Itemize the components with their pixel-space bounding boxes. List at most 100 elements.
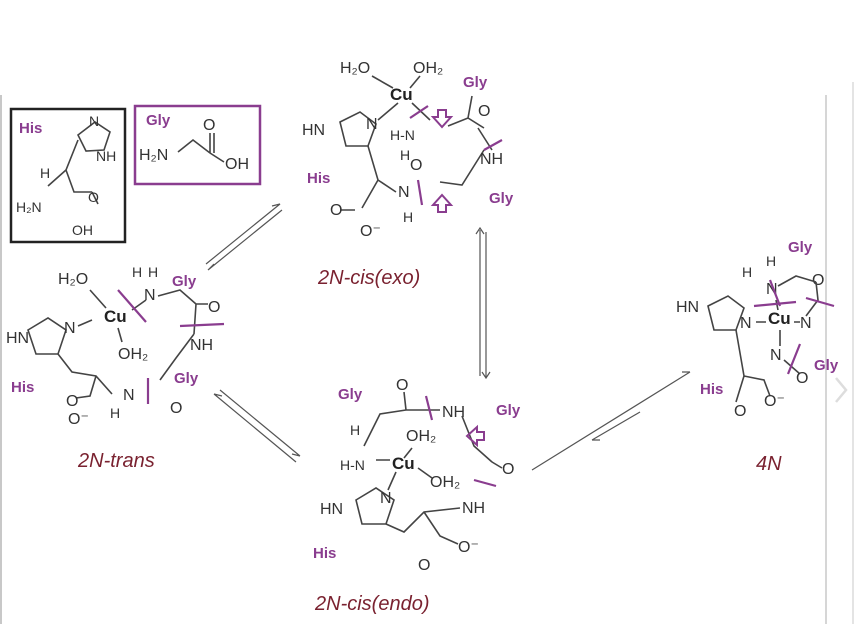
exo-nh: NH <box>480 151 503 168</box>
equilibrium-arrow-trans-exo <box>205 203 283 271</box>
trans-water-1: H₂O <box>58 271 88 288</box>
fourn-n-top: N <box>766 281 778 298</box>
fourn-n-bottom: N <box>770 347 782 364</box>
exo-h: H <box>400 147 410 163</box>
endo-imidazole <box>355 487 395 525</box>
endo-his-chain <box>385 507 461 545</box>
equilibrium-arrow-exo-endo <box>475 226 491 380</box>
trans-his-label: His <box>11 379 34 396</box>
gly-o: O <box>203 117 215 134</box>
exo-ring-n: N <box>366 116 378 133</box>
fourn-ring-n: N <box>740 315 752 332</box>
fourn-n-right: N <box>800 315 812 332</box>
exo-n: N <box>398 184 410 201</box>
endo-gly-label-right: Gly <box>496 402 521 419</box>
trans-backbone <box>157 289 208 381</box>
endo-cut-2 <box>473 478 497 488</box>
endo-cu: Cu <box>392 454 415 473</box>
endo-water-1: OH₂ <box>406 428 436 445</box>
his-h2n: H₂N <box>16 199 42 215</box>
trans-h-1: H <box>132 264 142 280</box>
fourn-backbone <box>777 275 819 317</box>
fourn-his-label: His <box>700 381 723 398</box>
exo-cu-bonds <box>371 75 431 121</box>
his-h: H <box>40 165 50 181</box>
his-chain <box>47 139 99 205</box>
fourn-cut-1 <box>768 279 782 307</box>
endo-o-right: O <box>502 461 514 478</box>
exo-his-label: His <box>307 170 330 187</box>
gly-reference-box: Gly H₂N O OH <box>133 104 262 186</box>
endo-title: 2N-cis(endo) <box>314 593 429 615</box>
endo-nh-top: NH <box>442 404 465 421</box>
endo-backbone-top <box>363 391 503 469</box>
fourn-cut-2 <box>753 300 797 308</box>
structure-2n-cis-endo: Gly O NH Gly H H-N Cu OH₂ OH₂ O HN N NH … <box>313 377 521 615</box>
arrow-trans-endo <box>213 389 301 463</box>
exo-down-arrow-icon <box>430 109 454 129</box>
fourn-o-minus: O⁻ <box>764 393 785 410</box>
gly-h2n: H₂N <box>139 147 168 164</box>
fourn-gly-label-top: Gly <box>788 239 813 256</box>
structure-2n-cis-exo: H₂O OH₂ Gly Cu HN N H-N H O NH O N H O O… <box>302 60 514 289</box>
trans-cut-2 <box>179 322 225 328</box>
endo-o-carbox: O <box>418 557 430 574</box>
trans-o-minus: O⁻ <box>68 411 89 428</box>
exo-water-1: H₂O <box>340 60 370 77</box>
exo-o-top: O <box>478 103 490 120</box>
trans-cu-bonds <box>77 289 147 343</box>
trans-imidazole <box>27 317 67 355</box>
exo-title: 2N-cis(exo) <box>317 267 420 289</box>
endo-o-minus: O⁻ <box>458 539 479 556</box>
trans-water-2: OH₂ <box>118 346 148 363</box>
structure-2n-trans: H₂O H H Gly N Cu HN N OH₂ O NH Gly N O O… <box>6 264 225 472</box>
gly-box-frame <box>133 104 262 186</box>
his-reference-box: His N NH H H₂N O OH <box>9 107 127 244</box>
equilibrium-arrow-trans-endo <box>213 389 301 463</box>
fourn-h-1: H <box>766 253 776 269</box>
fourn-o-carbox: O <box>734 403 746 420</box>
endo-hn: HN <box>320 501 343 518</box>
arrow-endo-4n <box>531 371 691 471</box>
trans-title: 2N-trans <box>77 450 155 472</box>
exo-o-mid: O <box>410 157 422 174</box>
fourn-title: 4N <box>756 453 782 475</box>
arrow-exo-endo <box>475 226 491 380</box>
endo-gly-label-left: Gly <box>338 386 363 403</box>
exo-his-chain <box>340 145 397 211</box>
his-ring-n: N <box>89 113 99 129</box>
fourn-hn: HN <box>676 299 699 316</box>
endo-his-label: His <box>313 545 336 562</box>
endo-cut-1 <box>424 395 434 421</box>
fourn-cut-4 <box>786 343 802 375</box>
fourn-his-chain <box>735 329 801 403</box>
his-ring-nh: NH <box>96 148 116 164</box>
trans-his-chain <box>57 353 113 399</box>
endo-nh-bottom: NH <box>462 500 485 517</box>
endo-h-1: H <box>350 422 360 438</box>
gly-chain <box>177 133 225 163</box>
fourn-imidazole <box>707 295 745 331</box>
endo-o-top: O <box>396 377 408 394</box>
his-o: O <box>88 189 99 205</box>
fourn-h-n: H <box>742 264 752 280</box>
trans-h-2: H <box>148 264 158 280</box>
trans-ring-n: N <box>64 320 76 337</box>
endo-left-arrow-icon <box>465 424 485 448</box>
his-oh: OH <box>72 222 93 238</box>
endo-cu-bonds <box>376 447 433 491</box>
endo-h-n: H-N <box>340 457 365 473</box>
trans-cut-1 <box>117 289 147 323</box>
trans-n-top: N <box>144 287 156 304</box>
fourn-cut-3 <box>805 296 835 308</box>
exo-o-minus: O⁻ <box>360 223 381 240</box>
exo-n-h: H <box>403 209 413 225</box>
exo-cut-2 <box>483 139 503 151</box>
chevron-right-icon[interactable] <box>835 377 848 403</box>
trans-gly-label-top: Gly <box>172 273 197 290</box>
trans-nh: NH <box>190 337 213 354</box>
trans-gly-label-bottom: Gly <box>174 370 199 387</box>
structure-4n: Gly H H N O HN N Cu N N O O O⁻ His Gly 4… <box>676 239 839 475</box>
fourn-o-top: O <box>812 272 824 289</box>
exo-cut-3 <box>416 179 424 206</box>
